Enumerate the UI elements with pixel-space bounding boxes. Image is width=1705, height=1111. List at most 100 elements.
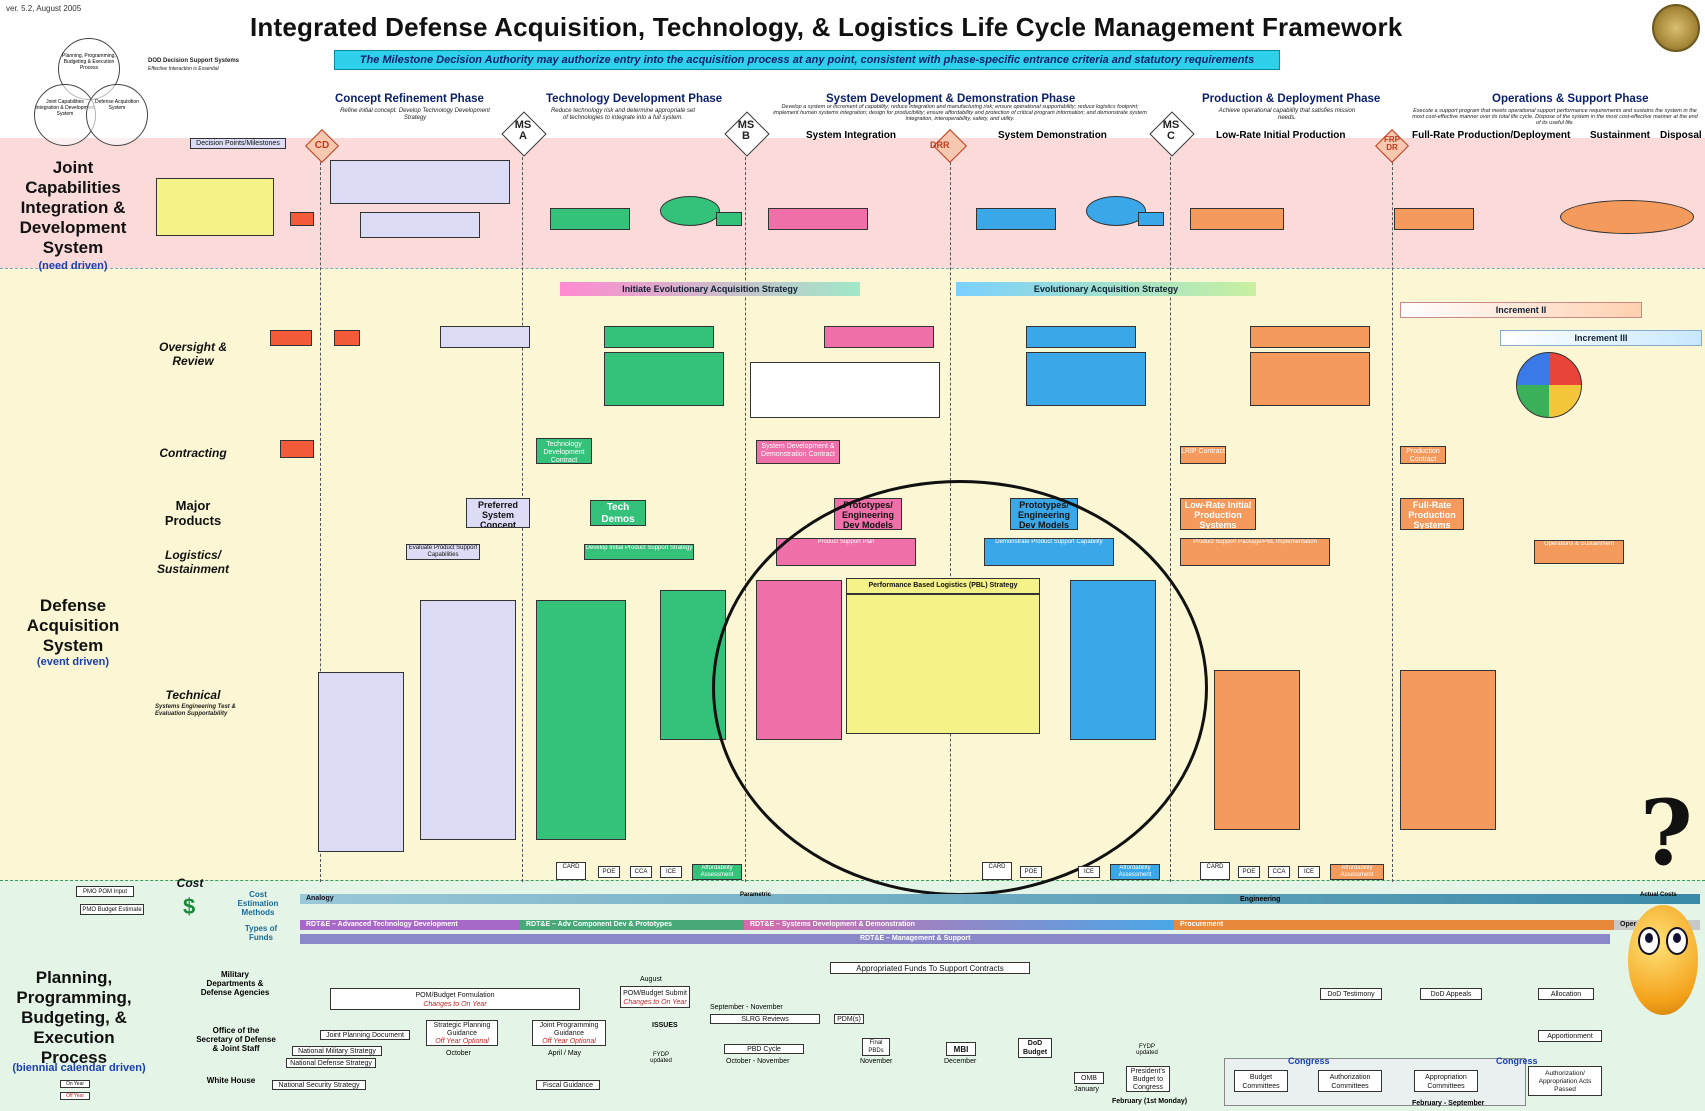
validated-cdd-cpd bbox=[1560, 200, 1694, 234]
left-eye-icon bbox=[1638, 927, 1660, 955]
right-eye-icon bbox=[1666, 927, 1688, 955]
msb-top: MS bbox=[737, 119, 755, 131]
presidents-budget: President's Budget to Congress bbox=[1126, 1066, 1170, 1092]
page-title: Integrated Defense Acquisition, Technolo… bbox=[250, 12, 1403, 42]
thinking-face-icon bbox=[1628, 905, 1698, 1015]
sdd-contract: System Development & Demonstration Contr… bbox=[756, 440, 840, 464]
cost-estimation-label: Cost Estimation Methods bbox=[237, 890, 279, 917]
phase-concept: Concept Refinement Phase bbox=[335, 93, 484, 105]
lrip-contract: LRIP Contract bbox=[1180, 446, 1226, 464]
ppbe-oct-nov: October - November bbox=[726, 1058, 790, 1065]
apportionment-box: Apportionment bbox=[1538, 1030, 1602, 1042]
dab-mda-box-5 bbox=[1026, 326, 1136, 348]
cost-analogy: Analogy bbox=[306, 895, 334, 902]
msc-top: MS bbox=[1162, 119, 1180, 131]
jpg-box: Joint Programming Guidance Off Year Opti… bbox=[532, 1020, 606, 1046]
cd-label: CD bbox=[314, 140, 330, 151]
dod-testimony: DoD Testimony bbox=[1320, 988, 1382, 1000]
decision-points-label: Decision Points/Milestones bbox=[190, 138, 286, 149]
ppbe-fydp-2: FYDP updated bbox=[1136, 1044, 1158, 1056]
authorization-committees: Authorization Committees bbox=[1318, 1070, 1382, 1092]
total-life-cycle-icon bbox=[1516, 352, 1582, 418]
pmo-pom-input: PMO POM Input bbox=[76, 886, 134, 897]
rdte-sdd-bar: RDT&E – Systems Development & Demonstrat… bbox=[744, 920, 1174, 930]
right-pupil bbox=[1673, 933, 1681, 943]
pom-formulation-label: POM/Budget Formulation bbox=[415, 992, 495, 999]
phase-techdev: Technology Development Phase bbox=[546, 93, 723, 105]
ice-2: ICE bbox=[1078, 866, 1100, 878]
jpg-sub: Off Year Optional bbox=[542, 1038, 596, 1045]
ppbe-august: August bbox=[640, 976, 662, 983]
ppbe-feb-sep: February - September bbox=[1412, 1100, 1485, 1107]
pmo-budget-estimate: PMO Budget Estimate bbox=[80, 904, 144, 915]
congress-label-2: Congress bbox=[1496, 1056, 1538, 1066]
develop-initial-ps: Develop Initial Product Support Strategy bbox=[584, 544, 694, 560]
joint-planning-doc: Joint Planning Document bbox=[320, 1030, 410, 1040]
pbd-cycle: PBD Cycle bbox=[724, 1044, 804, 1054]
dod-appeals: DoD Appeals bbox=[1420, 988, 1482, 1000]
venn-jcids: Joint Capabilities Integration & Develop… bbox=[34, 84, 96, 146]
cca-3: CCA bbox=[1268, 866, 1290, 878]
dod-budget: DoD Budget bbox=[1018, 1038, 1052, 1058]
cost-methods-bar: Analogy bbox=[300, 894, 1700, 904]
affordability-1: Affordability Assessment bbox=[692, 864, 742, 880]
card-2: CARD bbox=[982, 862, 1012, 880]
poe-1: POE bbox=[598, 866, 620, 878]
tech-left-stack bbox=[318, 672, 404, 852]
increment-2-arrow: Increment II bbox=[1400, 302, 1642, 318]
highlight-circle bbox=[712, 480, 1208, 896]
initiate-evolutionary-arrow: Initiate Evolutionary Acquisition Strate… bbox=[560, 282, 860, 296]
subphase-disposal: Disposal bbox=[1660, 130, 1702, 141]
ppbe-osd: Office of the Secretary of Defense & Joi… bbox=[196, 1026, 276, 1053]
ppbe-feb: February (1st Monday) bbox=[1112, 1098, 1188, 1105]
ppbe-white-house: White House bbox=[206, 1076, 256, 1085]
legend-off-year: Off Year bbox=[60, 1092, 90, 1100]
phase-operations-sub: Execute a support program that meets ope… bbox=[1412, 108, 1698, 126]
ice-3: ICE bbox=[1298, 866, 1320, 878]
phase-production: Production & Deployment Phase bbox=[1202, 93, 1381, 105]
pom-formulation-sub: Changes to On Year bbox=[423, 1001, 487, 1008]
appropriated-funds: Appropriated Funds To Support Contracts bbox=[830, 962, 1030, 974]
pom-submit-label: POM/Budget Submit bbox=[623, 990, 687, 997]
dab-mda-box-1 bbox=[270, 330, 312, 346]
tech-demos: Tech Demos bbox=[590, 500, 646, 526]
mda-banner: The Milestone Decision Authority may aut… bbox=[334, 50, 1280, 70]
affordability-3: Affordability Assessment bbox=[1330, 864, 1384, 880]
cd-line bbox=[320, 132, 321, 882]
legend-on-year: On Year bbox=[60, 1080, 90, 1088]
dab-mda-box-4 bbox=[824, 326, 934, 348]
mbi-box: MBI bbox=[946, 1042, 976, 1056]
technical-sub: Systems Engineering Test & Evaluation Su… bbox=[155, 704, 236, 717]
congress-label-1: Congress bbox=[1288, 1056, 1330, 1066]
rdte-atd-bar: RDT&E – Advanced Technology Development bbox=[300, 920, 520, 930]
dab-mda-box-2 bbox=[440, 326, 530, 348]
ppbe-military: Military Departments & Defense Agencies bbox=[200, 970, 270, 997]
production-contract: Production Contract bbox=[1400, 446, 1446, 464]
ppbe-sub: (biennial calendar driven) bbox=[12, 1062, 146, 1074]
jcids-acronyms-box bbox=[330, 160, 510, 204]
row-oversight: Oversight & Review bbox=[158, 340, 227, 368]
row-major-products: Major Products bbox=[164, 498, 222, 528]
appropriation-committees: Appropriation Committees bbox=[1414, 1070, 1478, 1092]
frp-line bbox=[1392, 132, 1393, 882]
adm-box-1 bbox=[334, 330, 360, 346]
allocation-box: Allocation bbox=[1538, 988, 1594, 1000]
subphase-lrip: Low-Rate Initial Production bbox=[1216, 130, 1346, 141]
frp-label: FRP DR bbox=[1384, 135, 1400, 152]
das-title: Defense Acquisition System bbox=[26, 596, 120, 655]
msc-bot: C bbox=[1167, 130, 1175, 142]
procurement-bar: Procurement bbox=[1174, 920, 1614, 930]
tech-concept-stack bbox=[420, 600, 516, 840]
national-security-strategy: National Security Strategy bbox=[272, 1080, 366, 1090]
ppbe-january: January bbox=[1074, 1086, 1099, 1093]
cost-parametric: Parametric bbox=[740, 892, 772, 898]
msa-top: MS bbox=[514, 119, 532, 131]
strategic-planning-sub: Off Year Optional bbox=[435, 1038, 489, 1045]
authorization-acts: Authorization/ Appropriation Acts Passed bbox=[1528, 1066, 1602, 1096]
poe-3: POE bbox=[1238, 866, 1260, 878]
evaluate-product-support: Evaluate Product Support Capabilities bbox=[406, 544, 480, 560]
family-joint-concepts-3 bbox=[1190, 208, 1284, 230]
strategic-planning: Strategic Planning Guidance Off Year Opt… bbox=[426, 1020, 498, 1046]
budget-committees: Budget Committees bbox=[1234, 1070, 1288, 1092]
row-contracting: Contracting bbox=[159, 446, 227, 460]
